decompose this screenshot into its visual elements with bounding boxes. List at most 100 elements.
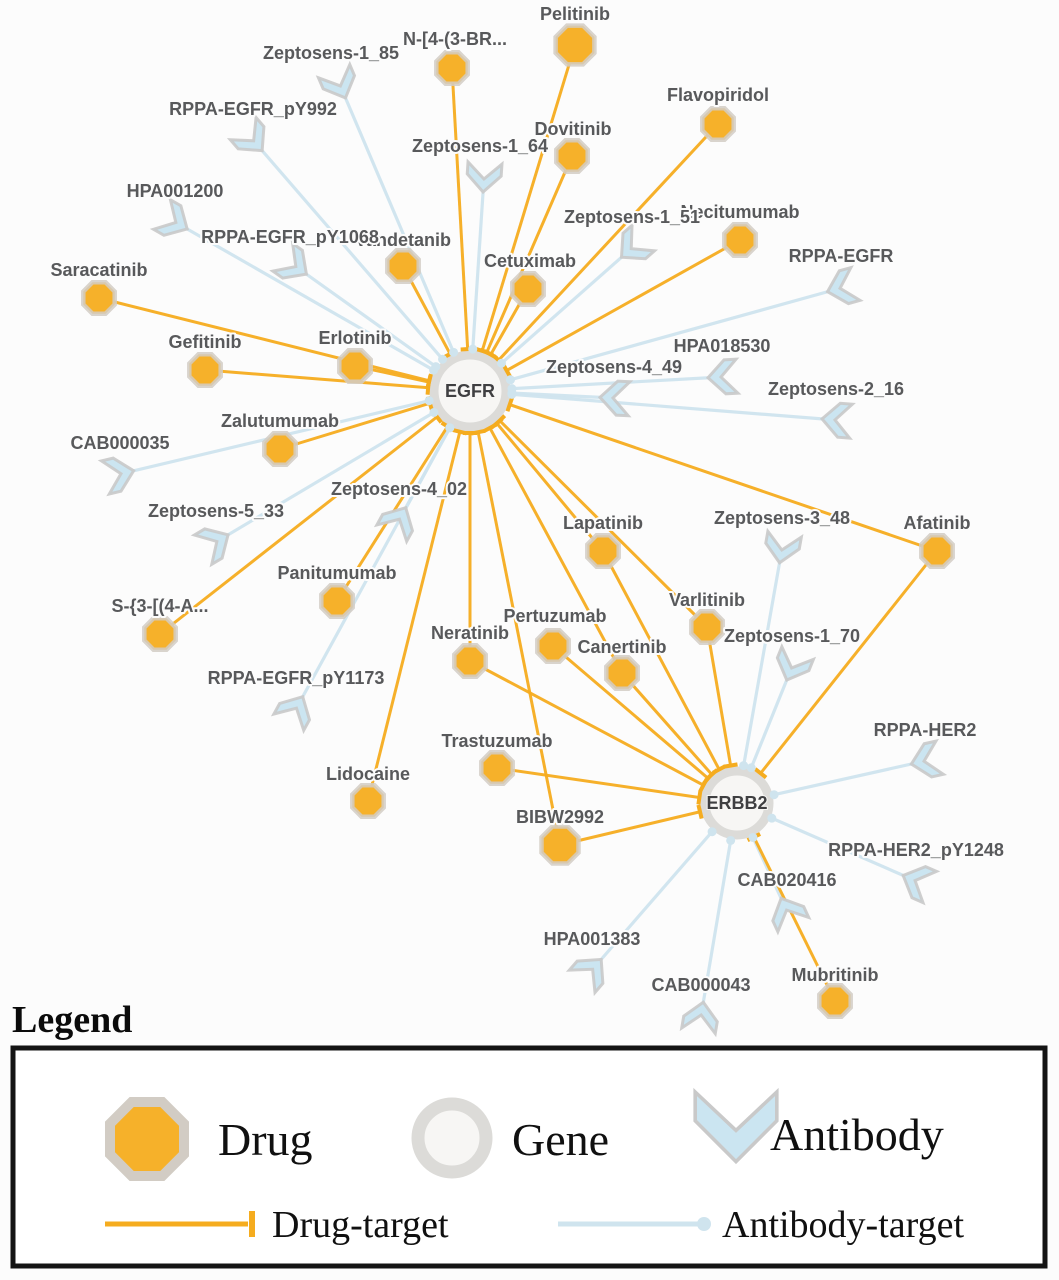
antibody-node-cab000035[interactable] (97, 454, 137, 497)
legend-antibody-icon (693, 1087, 779, 1165)
node-label-rppa-egfr: RPPA-EGFR (789, 246, 894, 266)
drug-nodes (81, 23, 955, 1019)
legend-title: Legend (12, 999, 132, 1041)
drug-node-neratinib[interactable] (452, 643, 488, 679)
antibody-node-rppa-her2-py1248[interactable] (896, 860, 941, 906)
antibody-node-zeptosens-4-49[interactable] (597, 379, 634, 418)
node-label-afatinib: Afatinib (904, 513, 971, 533)
edge-antibody-cab000035-egfr (119, 389, 471, 476)
node-label-cab020416: CAB020416 (737, 870, 836, 890)
antibody-node-zeptosens-1-51[interactable] (610, 221, 659, 270)
drug-node-dovitinib[interactable] (554, 138, 590, 174)
node-label-cab000035: CAB000035 (70, 433, 169, 453)
antibody-node-zeptosens-2-16[interactable] (819, 401, 856, 440)
node-label-trastuzumab: Trastuzumab (441, 731, 552, 751)
legend-gene-icon (411, 1097, 493, 1179)
drug-node-varlitinib[interactable] (689, 609, 725, 645)
drug-node-bibw2992[interactable] (539, 824, 581, 866)
drug-target-tee (723, 762, 738, 769)
edge-drug-n-4-3-br-egfr (450, 67, 472, 392)
antibody-node-hpa001200[interactable] (149, 196, 196, 244)
node-label-hpa001383: HPA001383 (544, 929, 641, 949)
gene-label-erbb2: ERBB2 (706, 793, 767, 813)
drug-node-lidocaine[interactable] (350, 783, 386, 819)
drug-node-saracatinib[interactable] (81, 280, 117, 316)
antibody-target-dot (767, 813, 777, 823)
node-label-saracatinib: Saracatinib (50, 260, 147, 280)
drug-node-flavopiridol[interactable] (700, 106, 736, 142)
drug-node-trastuzumab[interactable] (479, 750, 515, 786)
drug-target-tee (482, 422, 498, 434)
drug-target-tee (505, 397, 514, 412)
edge-antibody-zeptosens-1-85-egfr (338, 84, 472, 392)
drug-node-panitumumab[interactable] (319, 583, 355, 619)
drug-node-zalutumumab[interactable] (262, 431, 298, 467)
edge-drug-pelitinib-egfr (468, 44, 577, 392)
antibody-node-zeptosens-3-48[interactable] (763, 527, 804, 565)
drug-node-n-4-3-br[interactable] (434, 50, 470, 86)
drug-node-canertinib[interactable] (604, 655, 640, 691)
antibody-node-zeptosens-1-70[interactable] (771, 642, 817, 687)
antibody-node-zeptosens-4-02[interactable] (373, 500, 421, 546)
antibody-node-zeptosens-1-85[interactable] (315, 60, 361, 105)
drug-node-erlotinib[interactable] (337, 348, 373, 384)
drug-node-gefitinib[interactable] (187, 352, 223, 388)
legend-drug-target-label: Drug-target (272, 1204, 449, 1246)
node-label-pertuzumab: Pertuzumab (503, 606, 606, 626)
node-label-dovitinib: Dovitinib (535, 119, 612, 139)
antibody-node-rppa-egfr-py1173[interactable] (270, 689, 318, 735)
node-label-zeptosens-4-02: Zeptosens-4_02 (331, 479, 467, 499)
antibody-node-hpa001383[interactable] (565, 948, 614, 997)
antibody-node-rppa-her2[interactable] (908, 738, 948, 781)
node-label-bibw2992: BIBW2992 (516, 807, 604, 827)
node-label-zeptosens-2-16: Zeptosens-2_16 (768, 379, 904, 399)
drug-node-mubritinib[interactable] (817, 983, 853, 1019)
drug-node-s-3-4-a[interactable] (142, 616, 178, 652)
node-label-zeptosens-3-48: Zeptosens-3_48 (714, 508, 850, 528)
node-label-zeptosens-1-85: Zeptosens-1_85 (263, 43, 399, 63)
legend-gene-label: Gene (512, 1114, 609, 1165)
antibody-node-rppa-egfr-py1068[interactable] (269, 240, 316, 288)
drug-node-afatinib[interactable] (919, 533, 955, 569)
edge-end-markers (424, 344, 779, 845)
drug-target-tee (705, 768, 719, 781)
antibody-node-rppa-egfr-py992[interactable] (226, 113, 275, 162)
antibody-node-rppa-egfr[interactable] (823, 265, 864, 309)
node-label-flavopiridol: Flavopiridol (667, 85, 769, 105)
node-label-rppa-egfr-py1173: RPPA-EGFR_pY1173 (208, 668, 385, 688)
drug-node-necitumumab[interactable] (722, 222, 758, 258)
legend-antibody-target-label: Antibody-target (722, 1204, 964, 1246)
drug-target-tee (470, 428, 486, 436)
drug-node-pelitinib[interactable] (553, 23, 597, 67)
antibody-node-zeptosens-5-33[interactable] (190, 520, 236, 568)
antibody-target-dot (507, 389, 517, 399)
drug-node-vandetanib[interactable] (385, 248, 421, 284)
drug-target-tee (696, 804, 704, 820)
legend-antibody-target-dot (697, 1217, 711, 1231)
node-label-vandetanib: Vandetanib (355, 230, 451, 250)
antibody-node-zeptosens-1-64[interactable] (465, 158, 504, 195)
node-label-cab000043: CAB000043 (651, 975, 750, 995)
node-label-cetuximab: Cetuximab (484, 251, 576, 271)
gene-node-erbb2[interactable] (700, 766, 774, 840)
drug-node-cetuximab[interactable] (510, 271, 546, 307)
antibody-target-dot (431, 362, 441, 372)
node-label-varlitinib: Varlitinib (669, 590, 745, 610)
antibody-target-dot (707, 827, 717, 837)
antibody-node-cab020416[interactable] (766, 891, 812, 936)
gene-node-egfr[interactable] (429, 350, 511, 432)
edge-drug-trastuzumab-erbb2 (496, 766, 738, 805)
node-label-hpa001200: HPA001200 (127, 181, 224, 201)
node-label-panitumumab: Panitumumab (277, 563, 396, 583)
legend-drug-label: Drug (218, 1114, 313, 1165)
drug-target-tee (425, 374, 433, 390)
drug-node-pertuzumab[interactable] (535, 628, 571, 664)
node-label-canertinib: Canertinib (577, 637, 666, 657)
antibody-node-hpa018530[interactable] (705, 357, 742, 396)
antibody-node-cab000043[interactable] (679, 999, 720, 1038)
node-label-lapatinib: Lapatinib (563, 513, 643, 533)
edge-drug-canertinib-egfr (468, 390, 624, 674)
drug-node-lapatinib[interactable] (585, 533, 621, 569)
